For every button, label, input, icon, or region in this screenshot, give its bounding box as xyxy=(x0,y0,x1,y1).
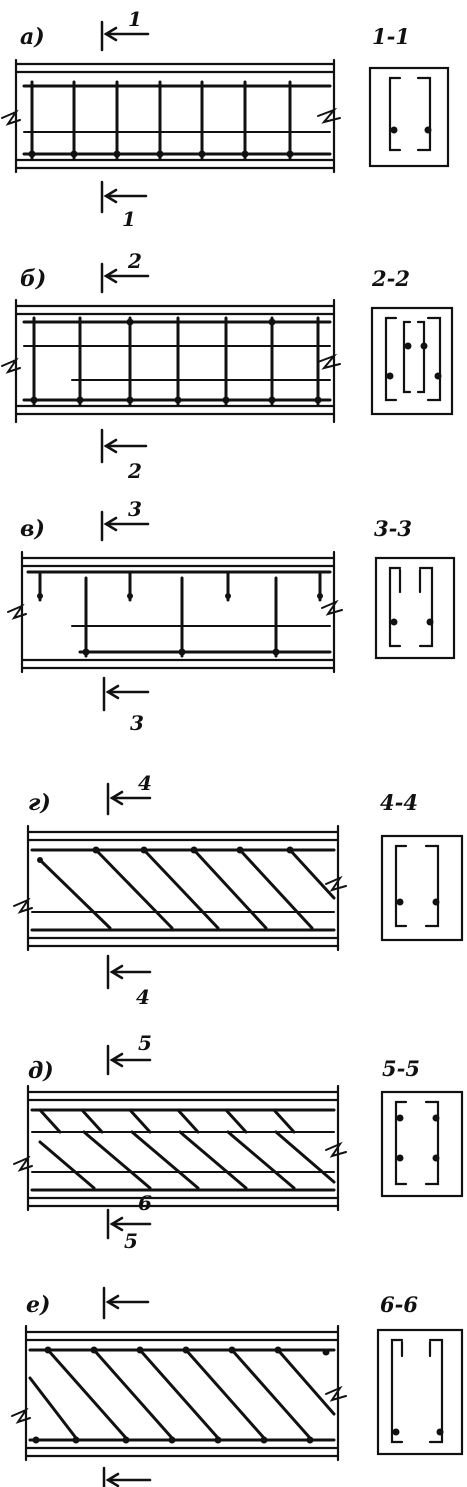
beam-elevation xyxy=(1,58,341,174)
panel-d: д) 5 5-5 xyxy=(13,1031,464,1253)
beam-elevation xyxy=(1,298,341,424)
section-cut-mark-top xyxy=(100,510,150,542)
panel-letter: а) xyxy=(20,24,45,50)
section-cut-mark-bottom xyxy=(106,954,152,990)
cut-label-top: 5 xyxy=(138,1031,152,1055)
cross-section xyxy=(374,556,456,660)
panel-e: е) 6 6-6 xyxy=(11,1191,464,1487)
cross-section xyxy=(368,66,450,168)
panel-v: в) 3 3-3 xyxy=(7,497,456,735)
section-cut-mark-top xyxy=(106,782,152,816)
panel-letter: г) xyxy=(28,790,51,816)
beam-elevation xyxy=(13,824,347,952)
cross-section xyxy=(380,834,464,942)
section-cut-mark-bottom xyxy=(106,1208,152,1240)
section-label: 3-3 xyxy=(374,516,412,541)
cut-label-bottom: 2 xyxy=(127,459,142,483)
section-label: 4-4 xyxy=(380,790,418,815)
section-cut-mark-top xyxy=(102,1286,150,1320)
section-label: 5-5 xyxy=(382,1056,420,1081)
cross-section xyxy=(380,1090,464,1198)
cut-label-bottom: 4 xyxy=(136,985,150,1009)
cut-label-bottom: 3 xyxy=(130,711,144,735)
section-label: 6-6 xyxy=(380,1292,418,1317)
beam-elevation xyxy=(7,550,343,674)
panel-letter: д) xyxy=(28,1058,54,1084)
cut-label-bottom: 1 xyxy=(122,207,136,231)
beam-elevation xyxy=(11,1324,347,1462)
panel-letter: е) xyxy=(26,1292,50,1318)
cut-label-top: 4 xyxy=(138,771,152,795)
panel-letter: б) xyxy=(20,266,46,292)
section-cut-mark-bottom xyxy=(102,676,150,712)
panel-letter: в) xyxy=(20,516,45,542)
panel-b: б) 2 2-2 xyxy=(1,249,454,483)
section-label: 2-2 xyxy=(371,266,410,291)
section-cut-mark-top xyxy=(100,20,150,52)
cross-section xyxy=(376,1328,464,1456)
section-cut-mark-top xyxy=(100,262,150,294)
cross-section xyxy=(370,306,454,416)
section-cut-mark-bottom xyxy=(102,1466,152,1487)
section-label: 1-1 xyxy=(372,24,410,49)
beam-elevation xyxy=(13,1084,347,1212)
cut-label-top: 6 xyxy=(138,1191,152,1215)
cut-label-top: 2 xyxy=(127,249,142,273)
section-cut-mark-bottom xyxy=(100,180,148,214)
panel-a: а) 1 1-1 xyxy=(1,7,450,231)
section-cut-mark-top xyxy=(106,1044,152,1076)
panel-g: г) 4 4-4 xyxy=(13,771,464,1009)
cut-label-bottom: 5 xyxy=(124,1229,138,1253)
cut-label-top: 3 xyxy=(128,497,142,521)
section-cut-mark-bottom xyxy=(100,428,148,464)
cut-label-top: 1 xyxy=(128,7,142,31)
